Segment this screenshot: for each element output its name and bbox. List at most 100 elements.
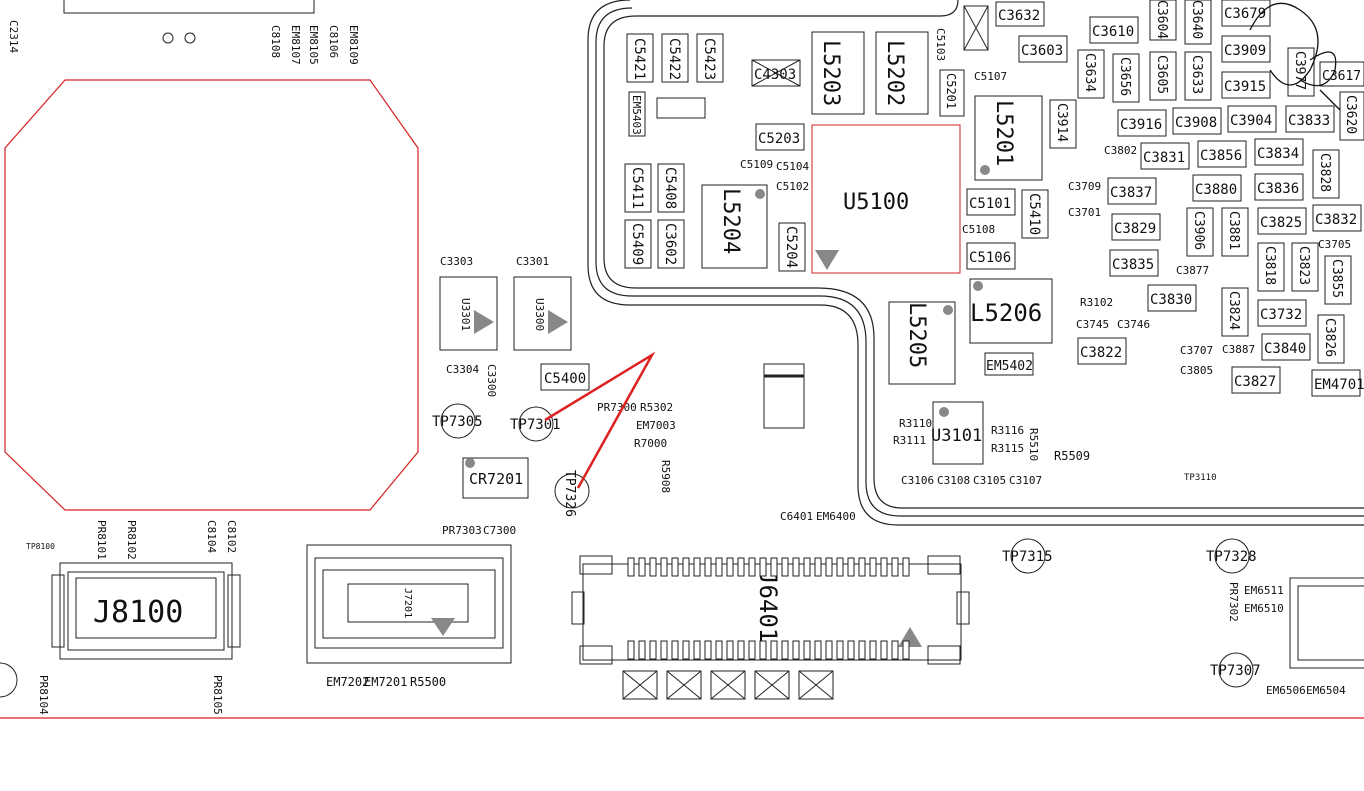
l5203-inductor[interactable] [811,31,865,115]
c3916-capacitor[interactable] [1172,107,1222,135]
c3855-capacitor[interactable] [1324,255,1352,305]
j6401-pin [847,557,855,577]
c5422-capacitor[interactable] [661,33,689,83]
c3909-label: C3915 [1224,79,1266,95]
c3824-capacitor[interactable] [1221,287,1249,337]
c5408-capacitor[interactable] [624,219,652,269]
c5411-capacitor[interactable] [657,163,685,213]
c3881-capacitor[interactable] [1221,207,1249,257]
c3617-capacitor[interactable] [1319,61,1364,87]
c5201-label: C5201 [944,73,958,109]
c5102-label: C5102 [776,180,809,193]
u3300-label: U3300 [533,298,546,331]
c3603-capacitor[interactable] [1089,16,1139,44]
d7000-diode[interactable] [763,363,805,429]
tp7328-testpoint[interactable] [1214,538,1250,574]
l5201-inductor[interactable] [974,95,1043,181]
c5101-capacitor[interactable] [1021,189,1049,239]
tp7305-testpoint[interactable] [440,403,476,439]
u3101-ic[interactable] [932,401,984,465]
em5403-part[interactable] [628,91,646,137]
c3834-capacitor[interactable] [1107,177,1157,205]
u3301-ic[interactable] [439,276,498,351]
c5202-capacitor[interactable] [755,123,805,151]
c3908-capacitor[interactable] [1227,105,1277,133]
c3831-capacitor[interactable] [1197,140,1247,168]
c5409-capacitor[interactable] [657,219,685,269]
c3732-capacitor[interactable] [1077,337,1127,365]
l5206-inductor[interactable] [969,278,1053,344]
c3604-capacitor[interactable] [1149,0,1177,41]
j6401-pin [891,557,899,577]
c5410-capacitor[interactable] [624,163,652,213]
c3832-capacitor[interactable] [1109,249,1159,277]
c3825-capacitor[interactable] [1312,204,1362,232]
tp7326-testpoint[interactable] [554,473,590,509]
c3840-capacitor[interactable] [1231,366,1281,394]
em5402-part[interactable] [656,97,706,119]
c3633-capacitor[interactable] [1184,51,1212,101]
c3914-capacitor[interactable] [1049,99,1077,149]
tp7315-testpoint[interactable] [1010,538,1046,574]
c3837-capacitor[interactable] [1192,174,1242,202]
j6401-label: J6401 [754,570,782,642]
c4303-capacitor-dnp[interactable] [751,59,801,87]
partial-testpoint-left[interactable] [0,662,18,698]
j7201-connector[interactable] [306,544,512,664]
tp7307-label: TP7307 [1210,663,1261,679]
c3605-capacitor[interactable] [1149,51,1177,101]
c3632-capacitor[interactable] [995,1,1045,27]
j6401-pin [836,557,844,577]
u5100-ic[interactable] [811,124,961,274]
c3915-capacitor[interactable] [1117,109,1167,137]
j6401-pin [814,557,822,577]
c3828-capacitor[interactable] [1312,149,1340,199]
tp7301-testpoint[interactable] [518,406,554,442]
c3833-capacitor[interactable] [1140,142,1190,170]
c3906-capacitor[interactable] [1186,207,1214,257]
tp7305-label: TP7305 [432,414,483,430]
u3300-ic[interactable] [513,276,572,351]
c5400-capacitor[interactable] [540,363,590,391]
c3620-capacitor[interactable] [1339,91,1364,141]
c5204-capacitor[interactable] [966,242,1016,270]
c3636-dnp[interactable] [963,5,989,51]
c3829-capacitor[interactable] [1257,207,1307,235]
c3634-capacitor[interactable] [1077,49,1105,99]
cr7201-diode[interactable] [462,457,529,499]
c5203-capacitor[interactable] [778,222,806,272]
c3856-capacitor[interactable] [1254,138,1304,166]
tp7307-testpoint[interactable] [1218,652,1254,688]
c3602-capacitor[interactable] [1018,35,1068,63]
c5201-capacitor[interactable] [939,69,965,117]
c5421-capacitor[interactable] [626,33,654,83]
l5204-inductor[interactable] [701,184,768,269]
l5202-inductor[interactable] [875,31,929,115]
c3835-capacitor[interactable] [1147,284,1197,312]
j6401-pin [671,557,679,577]
c3610-capacitor[interactable] [1221,35,1271,63]
c5423-capacitor[interactable] [696,33,724,83]
c3880-capacitor[interactable] [1254,173,1304,201]
right-partial-connector[interactable] [1289,577,1364,669]
c3822-capacitor[interactable] [1261,333,1311,361]
c3679-capacitor[interactable] [1221,0,1271,27]
c3827-capacitor[interactable] [1311,369,1361,397]
j8100-connector[interactable] [51,562,241,660]
c5106-capacitor[interactable] [966,188,1016,216]
l5205-inductor[interactable] [888,301,956,385]
c3823-capacitor[interactable] [1291,242,1319,292]
c3977-capacitor[interactable] [1287,47,1315,97]
c3836-capacitor[interactable] [1111,213,1161,241]
c3656-capacitor[interactable] [1112,53,1140,103]
c3634-label: C3634 [1082,53,1097,92]
c3640-capacitor[interactable] [1184,0,1212,45]
pr8101-label: PR8101 [95,520,108,560]
c3826-capacitor[interactable] [1317,314,1345,364]
c3830-capacitor[interactable] [1257,299,1307,327]
c3818-capacitor[interactable] [1257,242,1285,292]
em4701-part[interactable] [984,352,1034,376]
j6401-pin [770,557,778,577]
c3904-capacitor[interactable] [1285,105,1335,133]
c3909-capacitor[interactable] [1221,71,1271,99]
